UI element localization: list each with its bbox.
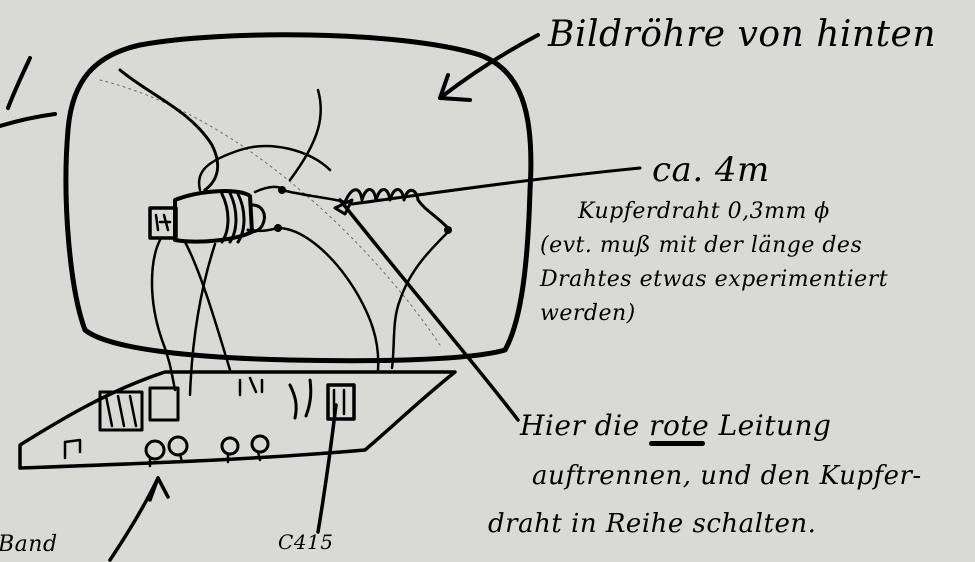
wire-length-label: ca. 4m: [652, 150, 770, 190]
deflection-yoke: [150, 191, 264, 242]
corner-stroke-2: [0, 114, 55, 126]
corner-stroke: [8, 58, 30, 108]
title-arrow: [440, 35, 538, 98]
c415-label: C415: [278, 530, 333, 554]
tube-title: Bildröhre von hinten: [548, 14, 936, 55]
trimmer: [252, 436, 268, 452]
instr-pre: Hier die: [520, 409, 640, 442]
wire-desc-line: Kupferdraht 0,3mm ϕ: [540, 195, 970, 229]
board-label: [65, 440, 80, 458]
wire: [185, 242, 230, 370]
board-component: [150, 388, 178, 420]
wire-desc-line: werden): [540, 297, 970, 331]
band-label: Band: [0, 532, 58, 557]
wire: [255, 187, 345, 202]
trimmer: [169, 437, 187, 455]
red-word: rote: [649, 409, 709, 442]
instr-post: Leitung: [719, 409, 832, 442]
wire: [252, 228, 378, 370]
instruction-text: Hier die rote Leitung auftrennen, und de…: [520, 395, 922, 555]
tube-neck-stroke: [290, 90, 321, 180]
wire-description: Kupferdraht 0,3mm ϕ (evt. muß mit der lä…: [540, 195, 970, 331]
trimmer: [146, 441, 164, 459]
circuit-board: [20, 372, 455, 468]
wire-desc-line: (evt. muß mit der länge des: [540, 229, 970, 263]
trimmer: [222, 438, 238, 454]
c415-arrow: [318, 405, 336, 532]
c415-component: [328, 385, 354, 419]
band-arrow: [110, 478, 158, 560]
wire: [152, 240, 175, 390]
wire-desc-line: Drahtes etwas experimentiert: [540, 263, 970, 297]
